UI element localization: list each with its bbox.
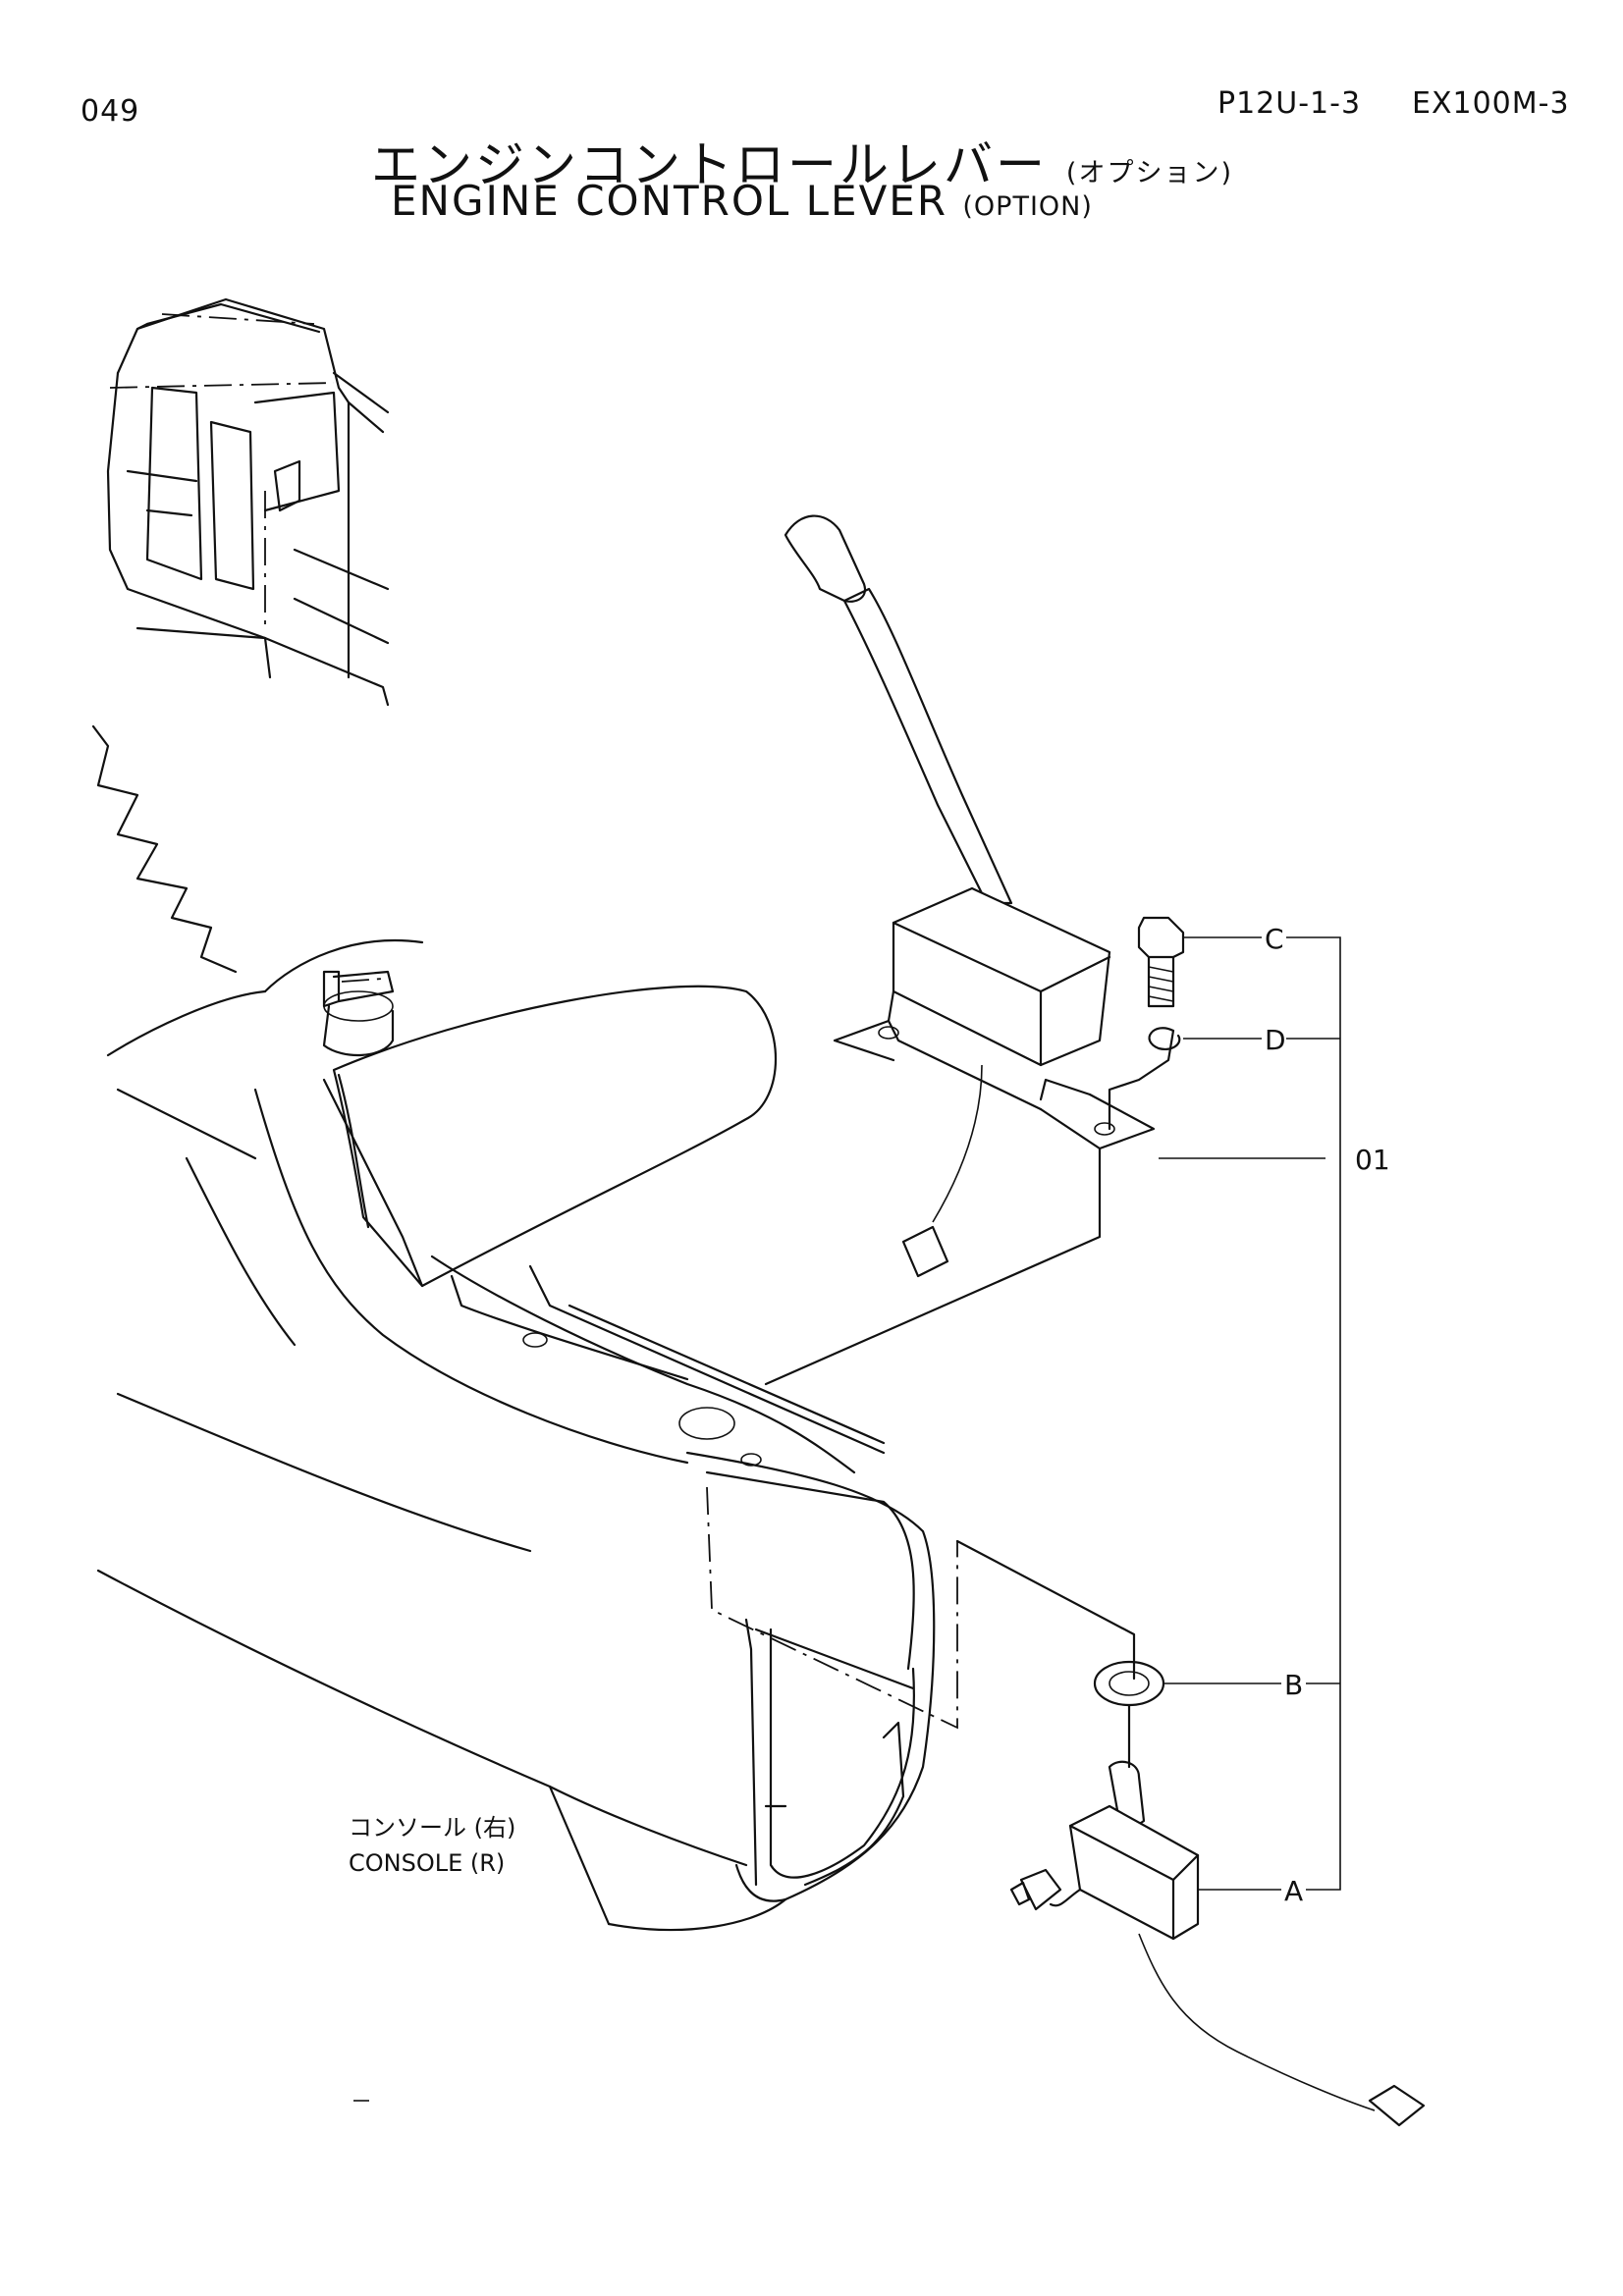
- callout-a: A: [1284, 1875, 1303, 1907]
- page-number: 049: [81, 94, 140, 129]
- title-english: ENGINE CONTROL LEVER (OPTION): [391, 177, 1093, 225]
- bolt-part-c: [1137, 916, 1185, 1008]
- title-en-option: (OPTION): [962, 191, 1093, 222]
- toggle-switch-part-a: [1009, 1760, 1426, 2127]
- title-en-text: ENGINE CONTROL LEVER: [391, 177, 948, 225]
- reference-code: P12U-1-3: [1217, 86, 1362, 121]
- washer-part-d: [1148, 1027, 1181, 1050]
- title-jp-option: (オプション): [1065, 158, 1233, 188]
- callout-assembly-01: 01: [1355, 1144, 1390, 1176]
- cab-inset-illustration: [106, 297, 390, 707]
- title-japanese: エンジンコントロールレバー (オプション): [371, 126, 1233, 196]
- title-jp-text: エンジンコントロールレバー: [371, 136, 1048, 193]
- key-switch-illustration: [322, 970, 395, 1057]
- callout-c: C: [1265, 923, 1284, 955]
- callout-d: D: [1265, 1024, 1286, 1056]
- model-number: EX100M-3: [1412, 86, 1570, 121]
- callout-b: B: [1284, 1669, 1303, 1701]
- console-label-jp: コンソール (右): [349, 1814, 515, 1842]
- engine-control-lever-unit: [764, 514, 1175, 1386]
- washer-part-b: [1093, 1660, 1165, 1769]
- callout-leaders: C D 01 B A: [1159, 923, 1390, 1907]
- console-illustration: コンソール (右) CONSOLE (R): [91, 724, 1136, 1932]
- console-label-en: CONSOLE (R): [349, 1849, 505, 1877]
